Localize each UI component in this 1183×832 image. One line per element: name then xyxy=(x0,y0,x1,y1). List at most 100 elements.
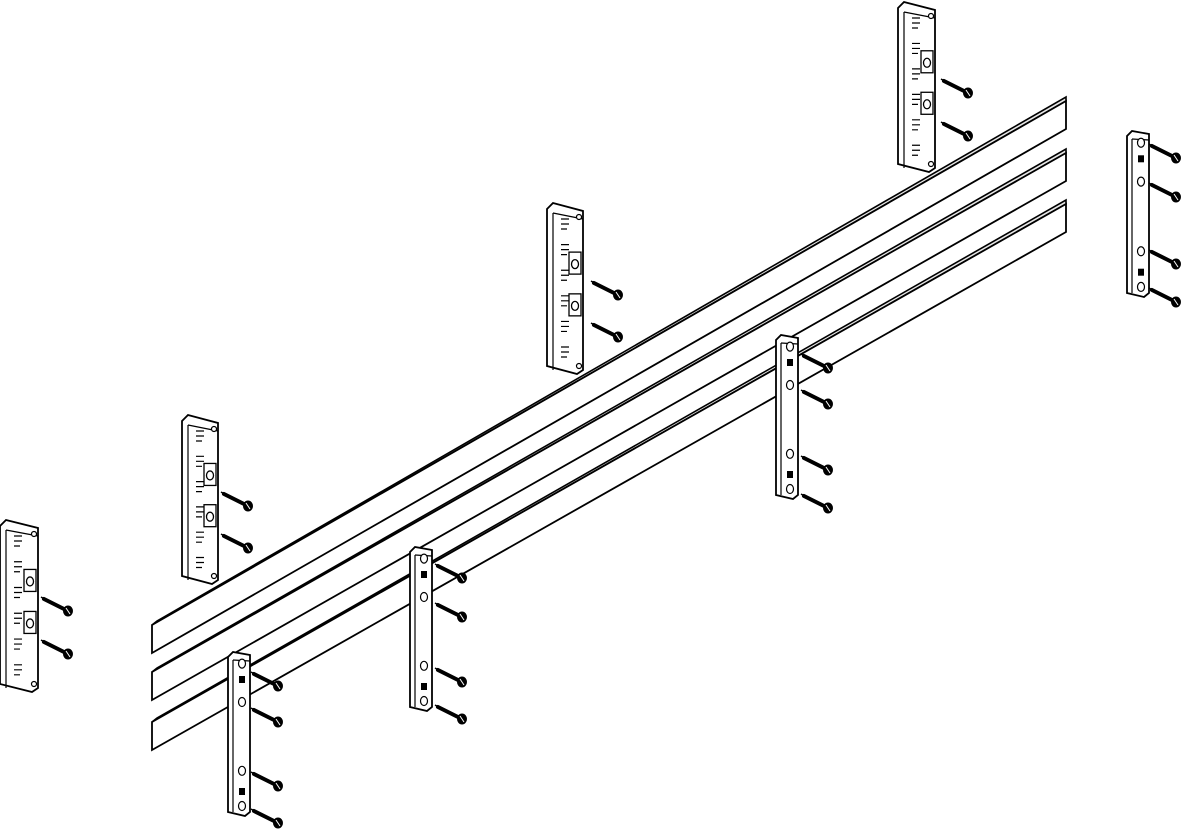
clamp-body xyxy=(546,201,584,375)
screw-shank xyxy=(942,122,966,136)
screw-shank xyxy=(1150,250,1174,264)
clamp-body xyxy=(897,1,936,173)
screw-shank xyxy=(942,79,966,93)
screw-shank xyxy=(436,564,460,578)
screw-slot xyxy=(459,613,465,621)
clamp-tooth xyxy=(561,218,569,230)
screw-slot xyxy=(459,715,465,723)
screw-slot xyxy=(825,400,831,408)
screw-tip xyxy=(1148,249,1155,254)
screw-shank xyxy=(436,705,460,719)
screw xyxy=(434,704,467,725)
strip-hole xyxy=(237,765,247,776)
screw-tip xyxy=(434,602,441,607)
screw-slot xyxy=(245,544,251,552)
strip-hole xyxy=(237,696,247,708)
screw-slot xyxy=(65,607,71,615)
screw-slot xyxy=(615,291,621,299)
busbar-face xyxy=(151,99,1067,655)
screw xyxy=(434,563,467,584)
clamp-tooth xyxy=(196,430,204,442)
screw-slot xyxy=(965,89,971,97)
clamp-tooth xyxy=(14,664,22,676)
screw-shank xyxy=(222,492,246,506)
screw-shank xyxy=(1150,183,1174,197)
screw-slot xyxy=(825,504,831,512)
clamp-hole xyxy=(570,300,580,312)
screw-shank xyxy=(222,534,246,548)
screw-tip xyxy=(40,596,47,601)
screw-tip xyxy=(434,667,441,672)
screw-tip xyxy=(800,389,807,394)
clamp-tooth xyxy=(14,535,22,547)
clamp-tooth xyxy=(196,556,204,569)
clamp-tooth xyxy=(912,144,920,156)
clamp-block-3 xyxy=(546,201,623,375)
screw xyxy=(220,533,253,554)
screw-shank xyxy=(802,354,826,368)
screw xyxy=(250,707,283,728)
screw-tip xyxy=(800,353,807,358)
clamp-tooth xyxy=(561,320,569,333)
strip-hole xyxy=(419,591,429,603)
busbar-3 xyxy=(151,198,1067,752)
screw-slot xyxy=(615,333,621,341)
strip-hole xyxy=(1136,176,1146,187)
screw-slot xyxy=(275,682,281,690)
screw-slot xyxy=(1173,260,1179,268)
clamp-tooth xyxy=(14,638,22,650)
screw xyxy=(434,602,467,623)
screw-shank xyxy=(592,281,616,295)
clamp-hole xyxy=(205,511,215,522)
strip-hole xyxy=(1136,246,1146,257)
screw xyxy=(590,280,623,301)
screw-tip xyxy=(250,771,257,776)
busbar-face xyxy=(151,151,1067,702)
strip-hole xyxy=(237,800,247,812)
screw-shank xyxy=(252,708,276,722)
strip-hole xyxy=(237,658,247,669)
clamp-tooth xyxy=(912,93,920,105)
clamp-hole-small xyxy=(927,160,935,168)
clamp-tooth xyxy=(912,119,920,131)
screw xyxy=(1148,182,1181,203)
busbar-1 xyxy=(151,95,1067,655)
clamp-hole-small xyxy=(927,12,935,20)
screw xyxy=(434,667,467,688)
strip-hole xyxy=(419,695,429,707)
screw-slot xyxy=(825,364,831,372)
screw-slot xyxy=(65,650,71,658)
screw-slot xyxy=(1173,193,1179,201)
clamp-tooth xyxy=(912,42,920,55)
strip-slot xyxy=(787,471,793,478)
clamp-block-1 xyxy=(0,519,73,693)
clamp-tooth xyxy=(14,586,22,599)
clamp-hole-small xyxy=(30,680,38,688)
strip-slot xyxy=(239,676,245,683)
screw-slot xyxy=(1173,298,1179,306)
clamp-block-4 xyxy=(897,1,973,173)
clamp-body xyxy=(181,413,219,585)
clamp-hole xyxy=(25,576,35,587)
screw xyxy=(40,596,73,617)
busbar-2 xyxy=(151,147,1067,702)
clamp-hole-small xyxy=(30,530,38,538)
screw-shank xyxy=(802,494,826,508)
screw-slot xyxy=(275,718,281,726)
screw-tip xyxy=(40,639,47,644)
strip-hole xyxy=(785,483,795,495)
strip-hole xyxy=(785,379,795,391)
clamp-tooth xyxy=(196,455,204,467)
screw-shank xyxy=(42,597,66,611)
screw-tip xyxy=(250,671,257,676)
screw xyxy=(590,322,623,343)
clamp-hole-small xyxy=(210,425,218,433)
clamp-hole-small xyxy=(575,362,583,370)
support-strip-1 xyxy=(227,651,283,829)
clamp-hole xyxy=(922,99,932,110)
screw-shank xyxy=(252,809,276,823)
screw-shank xyxy=(436,668,460,682)
screw-slot xyxy=(245,502,251,510)
screw-shank xyxy=(802,456,826,470)
screw-slot xyxy=(275,819,281,827)
